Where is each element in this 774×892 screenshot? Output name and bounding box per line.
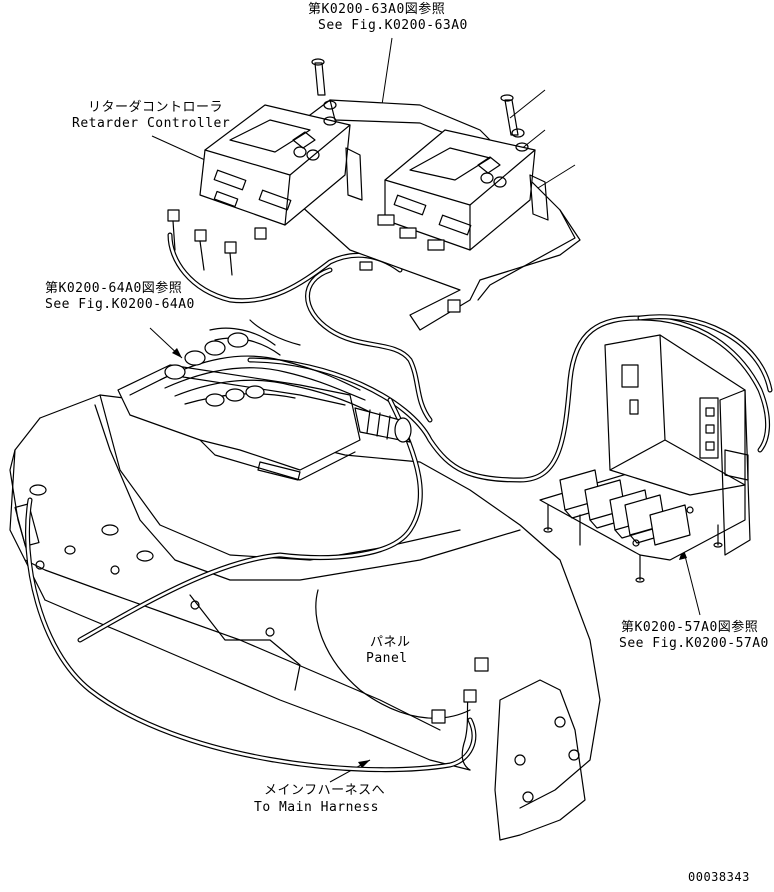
leader-washer [519, 129, 546, 151]
relay-box [539, 334, 751, 583]
leader-fig-57a0 [682, 547, 701, 616]
connector-block [117, 319, 412, 481]
label-fig-63a0-en: See Fig.K0200-63A0 [318, 18, 468, 33]
arrowhead-64a0 [172, 348, 182, 358]
leader-bolt [509, 89, 546, 119]
arrowhead-57a0 [679, 548, 687, 560]
label-main-harness-en: To Main Harness [254, 800, 379, 815]
label-main-harness-jp: メインフハーネスへ [264, 783, 386, 798]
leader-lines [149, 37, 701, 783]
panel-body [9, 394, 601, 841]
leader-clip [537, 164, 576, 189]
drawing-number: 00038343 [688, 870, 750, 884]
label-fig-64a0-en: See Fig.K0200-64A0 [45, 297, 195, 312]
label-retarder-jp: リターダコントローラ [88, 100, 224, 115]
label-retarder-en: Retarder Controller [72, 116, 231, 131]
label-fig-64a0-jp: 第K0200-64A0図参照 [45, 281, 183, 296]
retarder-controller [167, 58, 581, 331]
panel-connectors [431, 657, 489, 771]
main-harness [25, 232, 773, 773]
leader-retarder [151, 135, 206, 161]
label-panel-en: Panel [366, 651, 408, 666]
arrowhead-main-harness [358, 760, 370, 768]
label-fig-57a0-jp: 第K0200-57A0図参照 [621, 620, 759, 635]
label-fig-63a0-jp: 第K0200-63A0図参照 [308, 2, 446, 17]
label-panel-jp: パネル [370, 635, 411, 650]
label-fig-57a0-en: See Fig.K0200-57A0 [619, 636, 769, 651]
